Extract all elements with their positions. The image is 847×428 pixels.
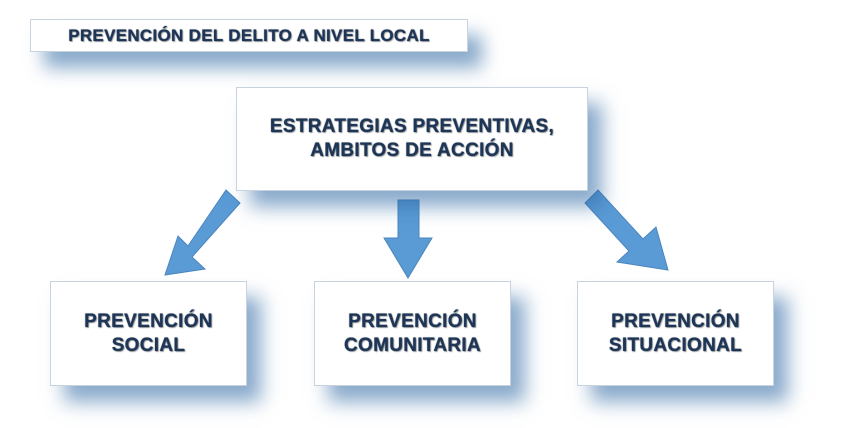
node-prevencion-situacional: PREVENCIÓN SITUACIONAL bbox=[577, 281, 774, 386]
node-prevencion-comunitaria: PREVENCIÓN COMUNITARIA bbox=[314, 281, 511, 386]
node-line2: COMUNITARIA bbox=[344, 334, 481, 356]
node-line2: SITUACIONAL bbox=[608, 334, 743, 356]
arrow-middle bbox=[383, 199, 433, 279]
page-title: PREVENCIÓN DEL DELITO A NIVEL LOCAL bbox=[68, 25, 430, 45]
center-line1: ESTRATEGIAS PREVENTIVAS, bbox=[269, 116, 555, 137]
center-node: ESTRATEGIAS PREVENTIVAS, AMBITOS DE ACCI… bbox=[236, 87, 588, 191]
node-line1: PREVENCIÓN bbox=[84, 310, 213, 332]
arrow-right bbox=[584, 189, 669, 271]
title-box: PREVENCIÓN DEL DELITO A NIVEL LOCAL bbox=[30, 19, 468, 52]
node-prevencion-social: PREVENCIÓN SOCIAL bbox=[50, 281, 247, 386]
node-line1: PREVENCIÓN bbox=[611, 310, 740, 332]
arrow-left bbox=[164, 189, 241, 276]
node-line2: SOCIAL bbox=[111, 334, 186, 356]
node-line1: PREVENCIÓN bbox=[348, 310, 477, 332]
center-line2: AMBITOS DE ACCIÓN bbox=[310, 140, 514, 161]
